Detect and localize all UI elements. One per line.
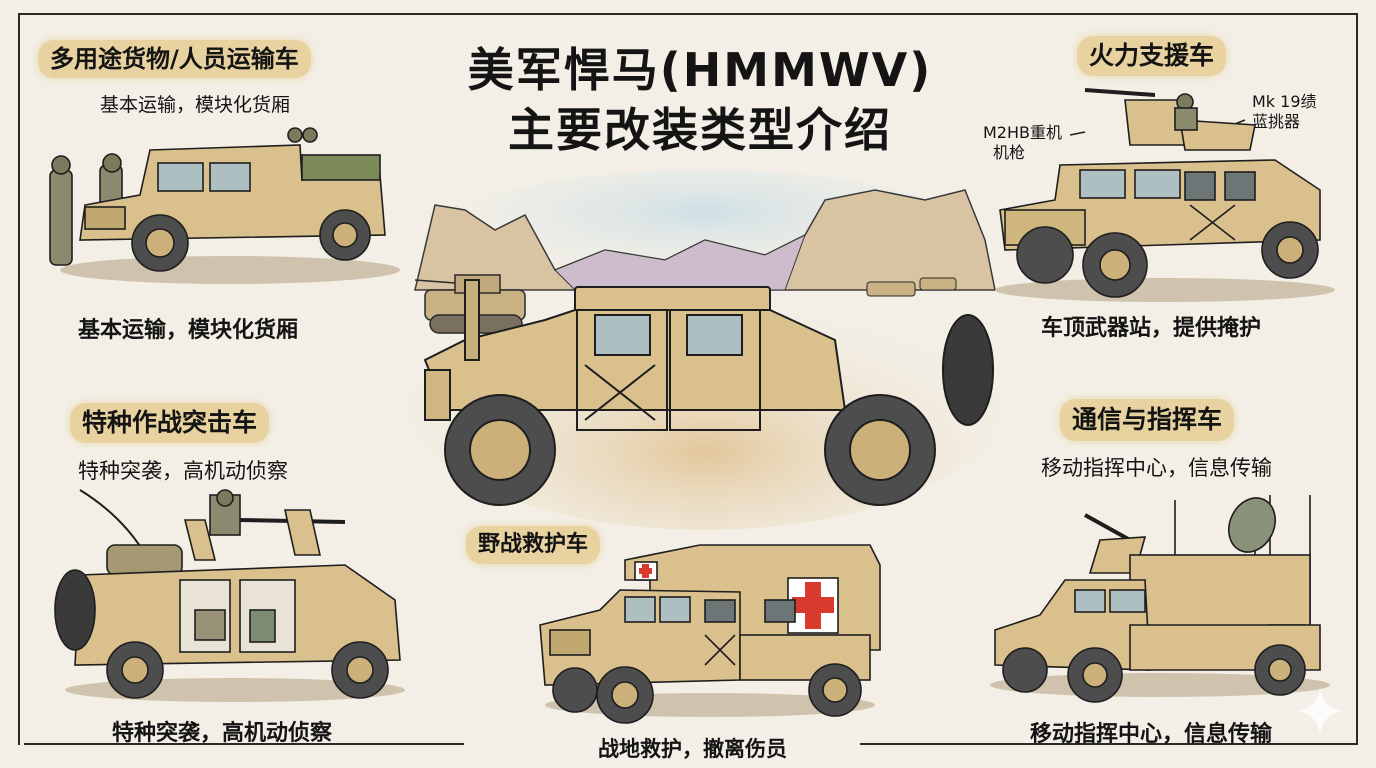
command-humvee-illustration <box>990 495 1330 703</box>
section-subtitle-cargo: 基本运输，模块化货厢 <box>100 94 291 116</box>
fire-support-humvee-illustration <box>995 88 1335 302</box>
section-label-special-ops: 特种作战突击车 <box>70 403 270 443</box>
page-title: 美军悍马(HMMWV) 主要改装类型介绍 <box>440 40 960 160</box>
frame-bottom-right <box>860 743 1358 745</box>
frame-top <box>18 13 1358 15</box>
special-ops-humvee-illustration <box>54 489 405 702</box>
section-caption-cargo: 基本运输，模块化货厢 <box>78 318 299 343</box>
section-label-fire-support: 火力支援车 <box>1077 36 1227 76</box>
cargo-humvee-illustration <box>49 127 400 284</box>
section-label-command: 通信与指挥车 <box>1060 399 1235 441</box>
title-line-1: 美军悍马(HMMWV) <box>467 43 933 97</box>
section-subtitle-command: 移动指挥中心，信息传输 <box>1041 456 1272 480</box>
section-label-ambulance: 野战救护车 <box>466 526 601 564</box>
section-caption-special-ops: 特种突袭，高机动侦察 <box>112 721 333 746</box>
section-caption-command: 移动指挥中心，信息传输 <box>1030 722 1273 747</box>
background-tank-right <box>866 277 957 297</box>
section-subtitle-special-ops: 特种突袭，高机动侦察 <box>78 459 288 483</box>
section-label-cargo: 多用途货物/人员运输车 <box>38 40 311 78</box>
title-line-2: 主要改装类型介绍 <box>508 103 892 157</box>
section-caption-ambulance: 战地救护，撤离伤员 <box>598 737 787 761</box>
frame-bottom-left <box>24 743 464 745</box>
section-caption-fire-support: 车顶武器站，提供掩护 <box>1041 316 1262 341</box>
hero-humvee <box>423 279 994 506</box>
frame-left <box>18 13 20 745</box>
annotation-m2hb: M2HB重机 机枪 <box>983 123 1062 162</box>
central-desert-scene <box>405 170 1005 530</box>
ambulance-humvee-illustration <box>539 544 881 724</box>
frame-right <box>1356 13 1358 745</box>
annotation-mk19: Mk 19绩 蓝挑器 <box>1252 92 1317 131</box>
sparkle-icon <box>1297 688 1343 734</box>
